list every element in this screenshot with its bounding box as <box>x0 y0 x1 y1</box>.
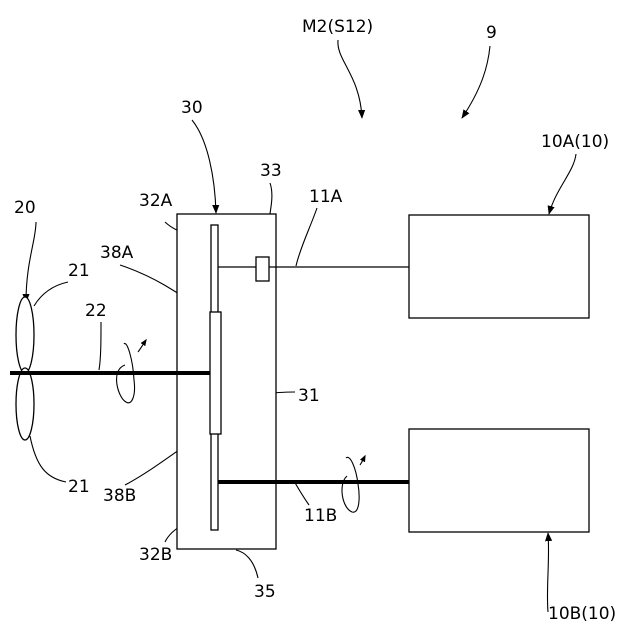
label-32a: 32A <box>139 191 173 211</box>
label-22: 22 <box>85 301 107 321</box>
ref21-bottom-leader <box>30 436 66 482</box>
label-21-top: 21 <box>68 261 90 281</box>
label-35: 35 <box>254 582 276 602</box>
rotation-arrow-11b-head <box>360 456 365 465</box>
ref11a-leader <box>296 208 317 266</box>
label-32b: 32B <box>139 545 172 565</box>
rotation-arrow-22-head <box>138 340 146 352</box>
ref10b-pointer-arrow <box>547 533 548 612</box>
rotating-machine-10b <box>409 429 589 532</box>
label-38a: 38A <box>100 243 134 263</box>
ref11b-leader <box>294 481 309 505</box>
label-11a: 11A <box>309 187 343 207</box>
ref10a-pointer-arrow <box>549 154 576 214</box>
ref35-leader <box>236 550 258 578</box>
rotation-arrow-11b <box>342 457 359 512</box>
label-33: 33 <box>260 161 282 181</box>
label-10a: 10A(10) <box>541 132 609 152</box>
component-33 <box>256 257 269 281</box>
m2-pointer-arrow <box>338 40 362 118</box>
propeller-blade-21-bottom <box>16 368 34 440</box>
rotating-machine-10a <box>409 215 589 318</box>
label-11b: 11B <box>304 506 337 526</box>
label-20: 20 <box>14 198 36 218</box>
label-21-bottom: 21 <box>68 477 90 497</box>
ref21-top-leader <box>34 282 68 306</box>
label-38b: 38B <box>103 486 136 506</box>
label-10b: 10B(10) <box>548 604 616 624</box>
ref30-pointer-arrow <box>192 120 216 213</box>
propeller-blade-21-top <box>16 297 34 373</box>
gear-31 <box>210 312 221 434</box>
ref22-leader <box>99 322 101 370</box>
label-30: 30 <box>181 98 203 118</box>
label-31: 31 <box>298 386 320 406</box>
label-9: 9 <box>486 23 497 43</box>
ref9-pointer-arrow <box>462 46 490 118</box>
label-m2: M2(S12) <box>302 17 373 37</box>
ref20-pointer-arrow <box>26 222 36 302</box>
